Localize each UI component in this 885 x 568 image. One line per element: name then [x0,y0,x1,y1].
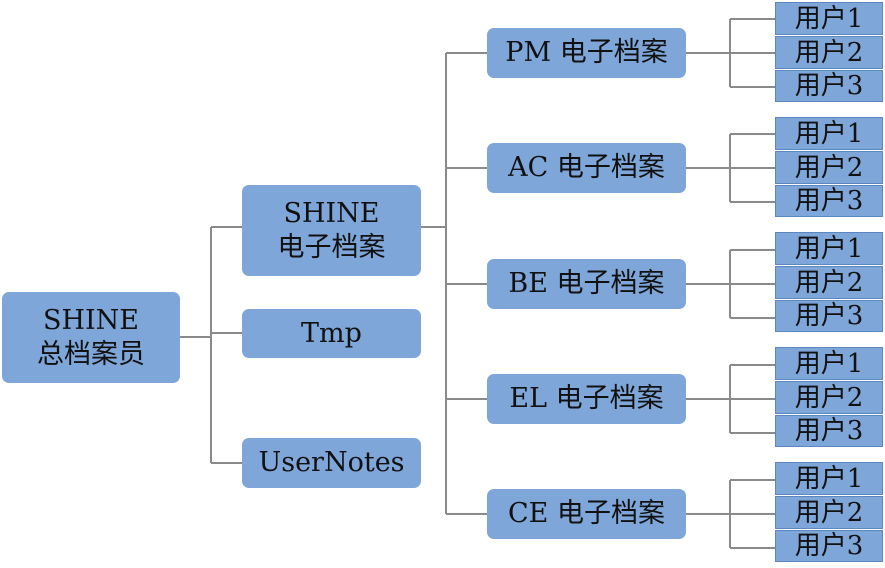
node-ac-archive: AC 电子档案 [487,143,686,193]
shine-line2: 电子档案 [277,231,386,263]
user-node: 用户3 [775,185,883,217]
user-node: 用户1 [775,347,883,380]
user-node: 用户1 [775,232,883,265]
user-node: 用户3 [775,70,883,102]
usernotes-label: UserNotes [258,447,405,478]
node-pm-archive: PM 电子档案 [487,28,686,78]
be-label: BE 电子档案 [508,268,665,299]
node-usernotes: UserNotes [242,438,421,488]
user-node: 用户2 [775,36,883,69]
ce-label: CE 电子档案 [508,498,665,529]
user-node: 用户3 [775,415,883,447]
node-be-archive: BE 电子档案 [487,259,686,309]
user-node: 用户2 [775,266,883,299]
root-line1: SHINE [42,304,140,336]
shine-line1: SHINE [283,197,380,229]
user-node: 用户2 [775,496,883,529]
el-label: EL 电子档案 [509,383,664,414]
user-connectors [686,18,775,549]
user-node: 用户1 [775,2,883,35]
root-node: SHINE 总档案员 [2,292,180,383]
tmp-label: Tmp [301,317,362,349]
user-node: 用户1 [775,117,883,150]
node-ce-archive: CE 电子档案 [487,489,686,539]
user-node: 用户3 [775,300,883,332]
pm-label: PM 电子档案 [505,37,668,68]
user-node: 用户2 [775,151,883,184]
user-node: 用户2 [775,381,883,414]
node-tmp: Tmp [242,309,421,358]
user-node: 用户1 [775,462,883,495]
root-line2: 总档案员 [37,338,145,370]
node-shine-archive: SHINE 电子档案 [242,185,421,276]
ac-label: AC 电子档案 [508,152,665,183]
node-el-archive: EL 电子档案 [487,374,686,424]
user-node: 用户3 [775,530,883,562]
